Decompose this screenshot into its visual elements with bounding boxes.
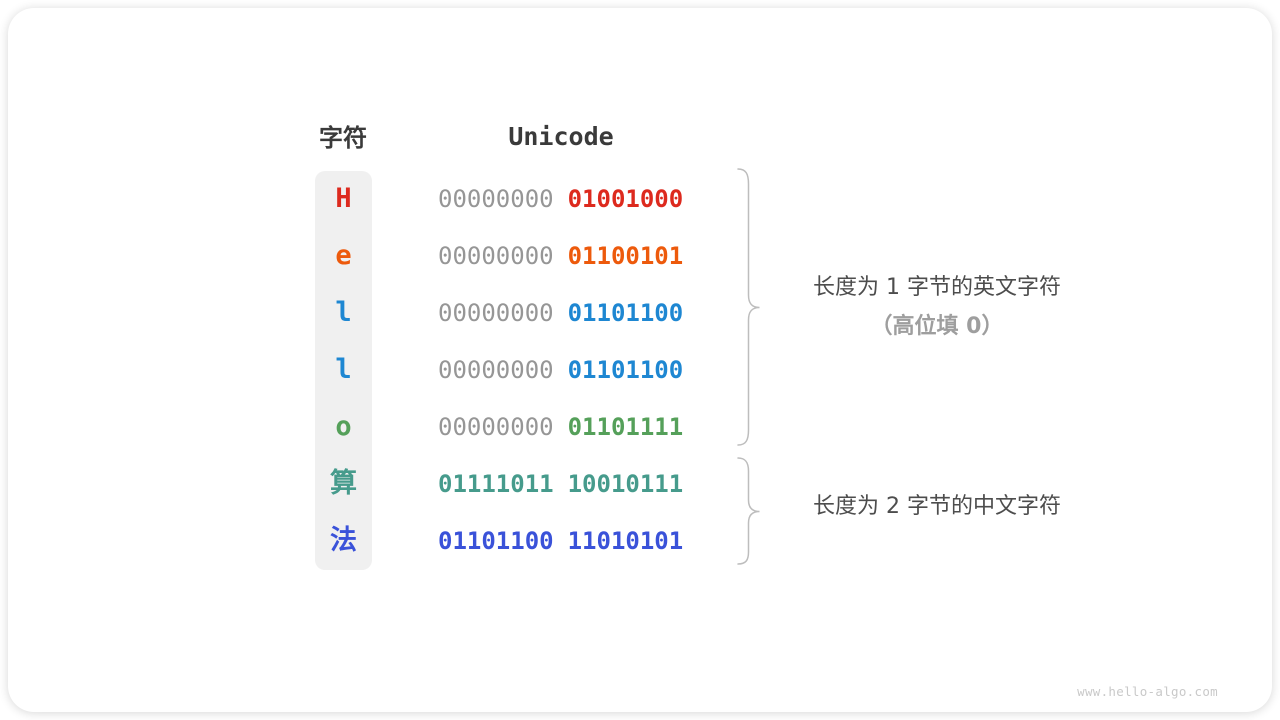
binary-row: 00000000 01001000 [438,179,683,219]
char-cell-o: o [335,411,352,442]
annotation-english-line1: 长度为 1 字节的英文字符 [813,275,1061,300]
binary-high-byte: 01111011 [438,470,554,498]
char-cell-fa: 法 [330,525,357,556]
binary-low-byte: 01101111 [567,413,684,441]
binary-row: 00000000 01101100 [438,293,683,333]
binary-low-byte: 01100101 [567,242,684,270]
binary-low-byte: 11010101 [567,527,684,555]
column-header-char: 字符 [319,124,367,152]
char-cell-l1: l [335,297,352,328]
binary-high-byte: 00000000 [438,185,554,213]
character-column-panel [315,171,372,570]
binary-high-byte: 00000000 [438,242,554,270]
binary-high-byte: 00000000 [438,413,554,441]
binary-high-byte: 01101100 [438,527,554,555]
binary-low-byte: 10010111 [567,470,684,498]
watermark-url: www.hello-algo.com [1077,684,1218,699]
char-cell-e: e [335,240,352,271]
binary-row: 01111011 10010111 [438,464,683,504]
binary-low-byte: 01101100 [567,356,684,384]
binary-row: 00000000 01100101 [438,236,683,276]
binary-row: 00000000 01101100 [438,350,683,390]
binary-row: 00000000 01101111 [438,407,683,447]
diagram-card: 字符 Unicode H e l l o 算 法 00000000 0100100… [8,8,1272,712]
char-cell-h: H [335,183,352,214]
annotation-english-line2: （高位填 0） [870,314,1004,339]
binary-low-byte: 01101100 [567,299,684,327]
annotation-chinese-line1: 长度为 2 字节的中文字符 [813,494,1061,519]
binary-low-byte: 01001000 [567,185,684,213]
char-cell-l2: l [335,354,352,385]
binary-high-byte: 00000000 [438,299,554,327]
column-header-unicode: Unicode [508,122,614,151]
binary-row: 01101100 11010101 [438,521,683,561]
char-cell-suan: 算 [330,468,357,499]
brace-english-group [737,168,760,446]
binary-high-byte: 00000000 [438,356,554,384]
